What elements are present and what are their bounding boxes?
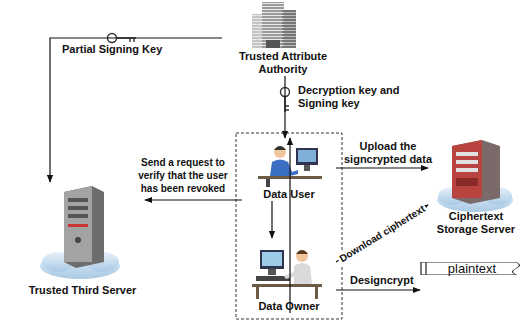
storage-server-icon: [437, 140, 513, 212]
box-label: plaintext: [448, 262, 496, 275]
plaintext-box: plaintext: [420, 262, 524, 275]
server-node: Trusted Third Server: [20, 182, 145, 297]
node-label: Trusted Attribute Authority: [222, 50, 344, 76]
authority-node: Trusted Attribute Authority: [222, 0, 344, 76]
storage-node: Ciphertext Storage Server: [428, 136, 524, 236]
node-label: Data User: [242, 188, 336, 201]
node-label: Ciphertext Storage Server: [428, 210, 524, 236]
server-icon: [40, 186, 120, 279]
group-outline: [236, 133, 342, 319]
connector-arrow: [284, 76, 285, 138]
edge-label: Download ciphertext: [335, 201, 429, 266]
edge-label: Send a request to verify that the user h…: [130, 156, 236, 195]
connector-arrow: [289, 138, 290, 313]
connector-arrow: [271, 201, 272, 238]
connector-arrow: [145, 199, 242, 200]
edge-label: Upload the signcrypted data: [340, 140, 436, 166]
document-margin: [425, 262, 426, 275]
connector-arrow: [336, 167, 428, 168]
building-icon: [252, 2, 296, 48]
edge-label: Partial Signing Key: [62, 43, 162, 56]
connector-arrow: [336, 289, 420, 290]
edge-label: Designcrypt: [350, 274, 414, 287]
owner-icon: [252, 250, 322, 299]
document-outline: [421, 262, 520, 275]
user-node: Data User: [242, 138, 336, 201]
node-label: Trusted Third Server: [20, 284, 145, 297]
edge-label: Decryption key and Signing key: [298, 84, 420, 110]
owner-node: Data Owner: [242, 238, 336, 313]
node-label: Data Owner: [242, 300, 336, 313]
